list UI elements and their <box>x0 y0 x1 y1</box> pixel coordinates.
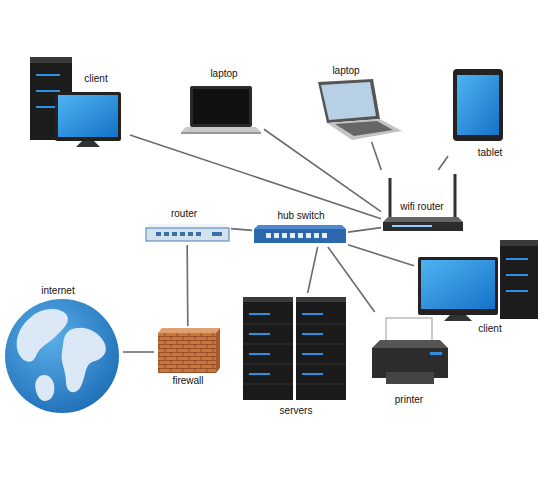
cable-line <box>231 229 252 231</box>
network-cable <box>308 247 318 293</box>
internet-node: internet <box>3 284 123 415</box>
hub-switch-node: hub switch <box>252 205 348 247</box>
device-label: client <box>478 323 501 335</box>
cable-line <box>123 351 154 353</box>
cable-line <box>264 129 381 211</box>
cable-line <box>348 228 381 233</box>
device-label: wifi router <box>400 201 443 213</box>
device-label: tablet <box>478 147 502 159</box>
wifi-router-illustration <box>383 174 463 231</box>
network-cable <box>264 129 381 211</box>
router-node: router <box>143 205 231 245</box>
wifi-router-node: wifi router <box>381 170 465 234</box>
network-cable <box>438 156 448 170</box>
network-cable <box>130 135 381 219</box>
network-cable <box>348 228 381 233</box>
device-label: hub switch <box>277 210 324 222</box>
cable-line <box>438 156 448 170</box>
cable-line <box>186 245 188 326</box>
servers-illustration <box>243 297 346 400</box>
device-label: router <box>171 208 197 220</box>
network-cable <box>372 142 382 170</box>
device-label: client <box>84 73 107 85</box>
cable-line <box>328 247 375 312</box>
network-cable <box>231 229 252 231</box>
tablet-illustration <box>453 69 503 141</box>
network-cable <box>348 245 414 266</box>
firewall-node: firewall <box>154 326 224 390</box>
laptop-node: laptop <box>181 64 264 136</box>
laptop-node: laptop <box>312 62 404 142</box>
laptop-illustration <box>181 86 261 134</box>
hub-switch-illustration <box>254 225 346 243</box>
cable-line <box>130 135 381 219</box>
client-node: client <box>414 236 542 336</box>
globe-illustration <box>5 299 156 413</box>
network-cable <box>187 245 189 326</box>
printer-node: printer <box>366 312 454 410</box>
device-label: laptop <box>332 65 359 77</box>
device-label: laptop <box>210 68 237 80</box>
tablet-node: tablet <box>448 64 508 162</box>
printer-illustration <box>372 318 448 384</box>
cable-line <box>348 245 414 266</box>
device-label: firewall <box>172 375 203 387</box>
cable-line <box>308 247 318 293</box>
network-cable <box>123 352 154 353</box>
client-computer <box>418 240 538 321</box>
servers-node: servers <box>240 293 348 419</box>
laptop-illustration <box>318 79 402 140</box>
client-computer <box>30 57 121 147</box>
device-label: printer <box>395 394 423 406</box>
client-node: client <box>25 55 130 148</box>
router-illustration <box>146 224 229 241</box>
firewall-illustration <box>158 328 220 373</box>
network-cable <box>328 247 375 312</box>
device-label: internet <box>41 285 74 297</box>
cable-line <box>372 142 382 170</box>
device-label: servers <box>280 405 313 417</box>
